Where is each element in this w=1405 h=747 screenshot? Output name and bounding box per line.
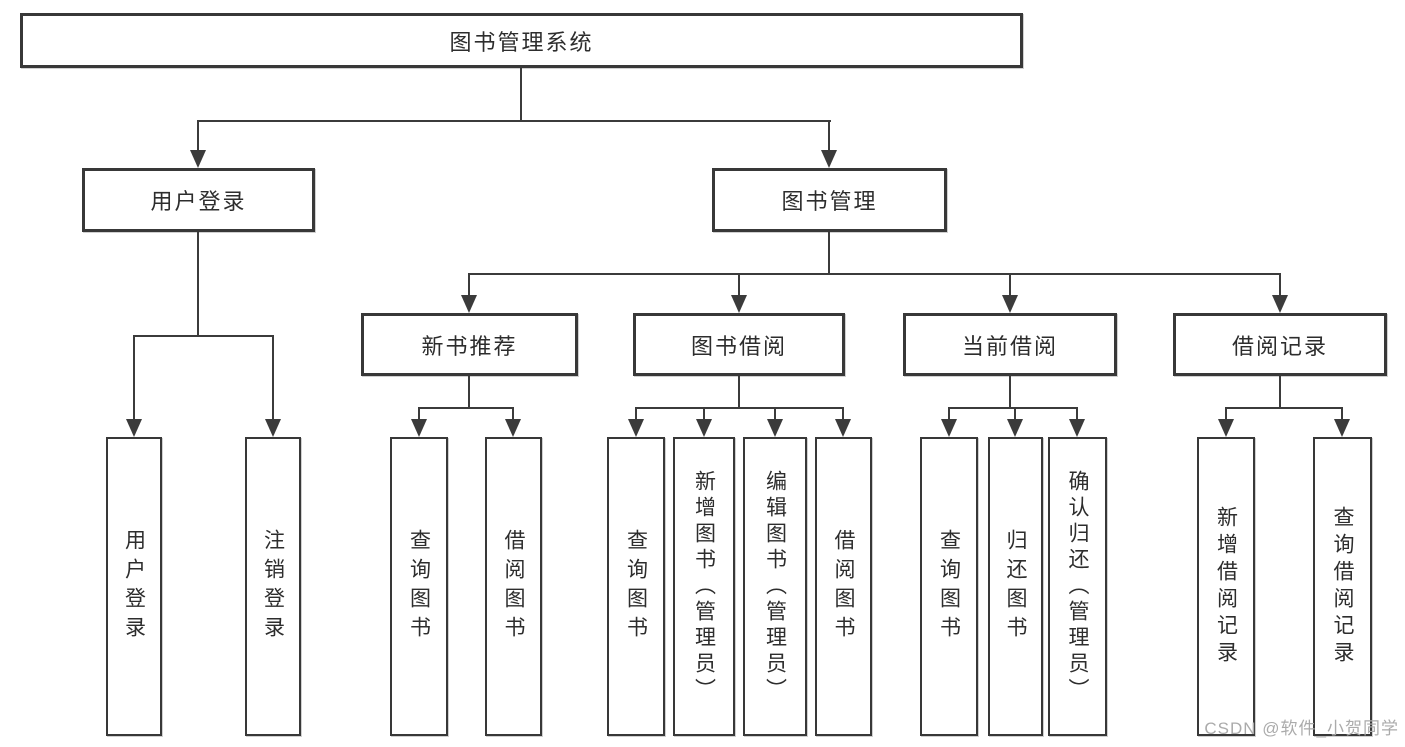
down-arrow-icon	[190, 150, 206, 168]
connector-line	[1279, 273, 1281, 297]
down-arrow-icon	[835, 419, 851, 437]
down-arrow-icon	[628, 419, 644, 437]
connector-line	[1279, 376, 1281, 409]
leaf-borrow-books: 借阅图书	[815, 437, 872, 736]
connector-line	[1341, 407, 1343, 421]
connector-line	[703, 407, 705, 421]
leaf-user-login: 用户登录	[106, 437, 162, 736]
connector-line	[520, 68, 522, 122]
connector-line	[1014, 407, 1016, 421]
connector-line	[1076, 407, 1078, 421]
connector-line	[197, 232, 199, 337]
down-arrow-icon	[1007, 419, 1023, 437]
csdn-watermark: CSDN @软件_小贺同学	[1204, 719, 1399, 738]
leaf-query-books-borrow: 查询图书	[607, 437, 665, 736]
down-arrow-icon	[1334, 419, 1350, 437]
down-arrow-icon	[1218, 419, 1234, 437]
connector-line	[828, 232, 830, 275]
down-arrow-icon	[767, 419, 783, 437]
leaf-borrow-books-recommend: 借阅图书	[485, 437, 542, 736]
node-user-login: 用户登录	[82, 168, 315, 232]
leaf-query-books-current: 查询图书	[920, 437, 978, 736]
connector-line	[1009, 273, 1011, 297]
down-arrow-icon	[265, 419, 281, 437]
node-book-management: 图书管理	[712, 168, 947, 232]
down-arrow-icon	[941, 419, 957, 437]
down-arrow-icon	[696, 419, 712, 437]
leaf-query-borrow-record: 查询借阅记录	[1313, 437, 1372, 736]
connector-line	[418, 407, 420, 421]
down-arrow-icon	[731, 295, 747, 313]
connector-line	[635, 407, 637, 421]
down-arrow-icon	[126, 419, 142, 437]
leaf-query-books-recommend: 查询图书	[390, 437, 448, 736]
connector-line	[738, 273, 740, 297]
connector-line	[133, 335, 135, 421]
connector-line	[635, 407, 844, 409]
node-borrow-records: 借阅记录	[1173, 313, 1387, 376]
node-library-management-system: 图书管理系统	[20, 13, 1023, 68]
leaf-add-borrow-record: 新增借阅记录	[1197, 437, 1255, 736]
node-new-book-recommend: 新书推荐	[361, 313, 578, 376]
connector-line	[948, 407, 1078, 409]
down-arrow-icon	[505, 419, 521, 437]
leaf-edit-books-admin: 编辑图书（管理员）	[743, 437, 807, 736]
connector-line	[1225, 407, 1343, 409]
connector-line	[418, 407, 514, 409]
connector-line	[842, 407, 844, 421]
connector-line	[1225, 407, 1227, 421]
connector-line	[468, 376, 470, 409]
down-arrow-icon	[411, 419, 427, 437]
down-arrow-icon	[1272, 295, 1288, 313]
connector-line	[828, 120, 830, 152]
connector-line	[948, 407, 950, 421]
connector-line	[774, 407, 776, 421]
connector-line	[197, 120, 199, 152]
leaf-logout: 注销登录	[245, 437, 301, 736]
connector-line	[738, 376, 740, 409]
down-arrow-icon	[821, 150, 837, 168]
leaf-add-books-admin: 新增图书（管理员）	[673, 437, 735, 736]
connector-line	[197, 120, 831, 122]
node-book-borrow: 图书借阅	[633, 313, 845, 376]
down-arrow-icon	[461, 295, 477, 313]
connector-line	[133, 335, 274, 337]
leaf-return-books: 归还图书	[988, 437, 1043, 736]
connector-line	[468, 273, 470, 297]
connector-line	[1009, 376, 1011, 409]
connector-line	[272, 335, 274, 421]
node-current-borrow: 当前借阅	[903, 313, 1117, 376]
leaf-confirm-return-admin: 确认归还（管理员）	[1048, 437, 1107, 736]
connector-line	[468, 273, 1281, 275]
down-arrow-icon	[1002, 295, 1018, 313]
connector-line	[512, 407, 514, 421]
down-arrow-icon	[1069, 419, 1085, 437]
